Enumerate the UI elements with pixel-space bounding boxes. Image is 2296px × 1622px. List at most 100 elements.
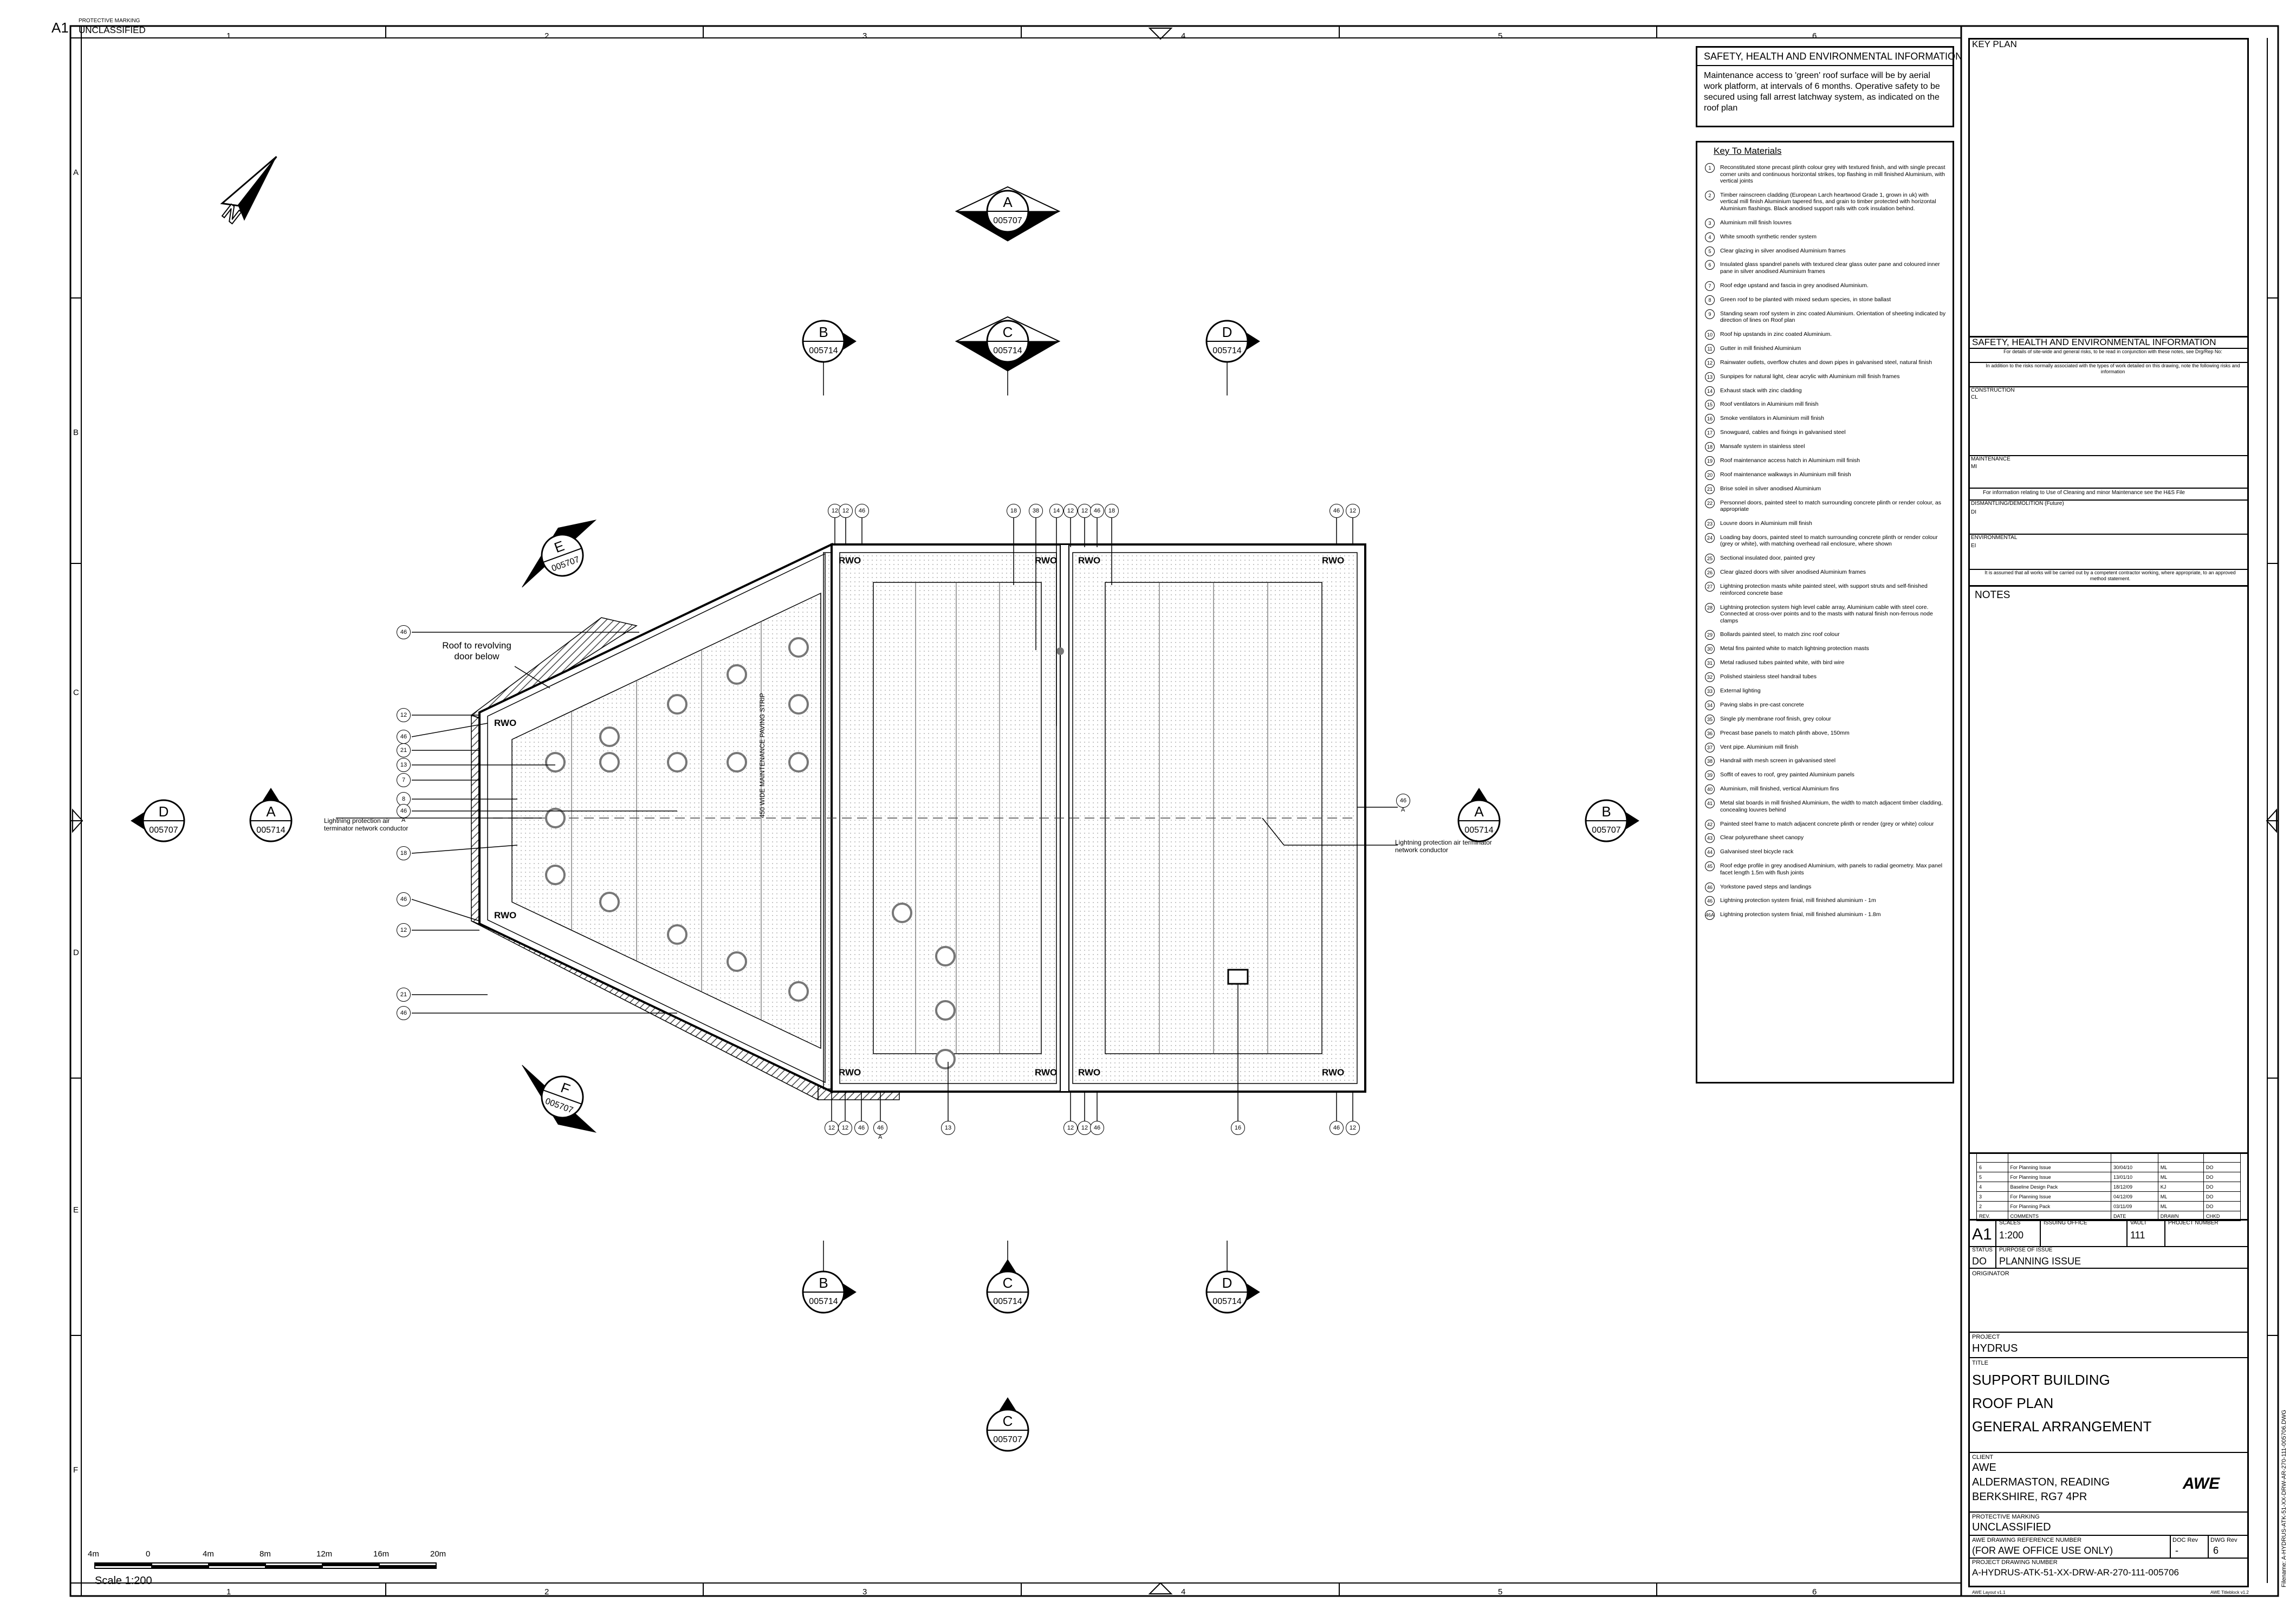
material-number: 34 [1705, 700, 1715, 710]
section-ref: 005707 [149, 826, 178, 835]
revision-cell: 18/12/09 [2110, 1182, 2158, 1192]
she-sub2: In addition to the risks normally associ… [1986, 363, 2240, 374]
callout-bubble: 46 [854, 1121, 868, 1135]
material-number: 21 [1705, 484, 1715, 494]
material-number: 17 [1705, 428, 1715, 438]
tb-sheet: A1 [1972, 1225, 1992, 1243]
rwo-label: RWO [1078, 555, 1101, 566]
callout-bubble: 46 [1396, 794, 1410, 808]
material-text: Snowguard, cables and fixings in galvani… [1720, 429, 1846, 436]
material-number: 23 [1705, 519, 1715, 529]
callout-bubble: 38 [1029, 504, 1043, 518]
material-number: 7 [1705, 281, 1715, 291]
grid-row-label: B [73, 428, 79, 437]
material-text: Precast base panels to match plinth abov… [1720, 729, 1850, 736]
material-number: 2 [1705, 190, 1715, 200]
section-ref: 005707 [1592, 826, 1620, 835]
material-text: Insulated glass spandrel panels with tex… [1720, 261, 1940, 275]
grid-row-label: C [73, 688, 79, 697]
section-letter: C [1003, 324, 1013, 340]
material-text: Roof edge upstand and fascia in grey ano… [1720, 282, 1869, 289]
material-text: Aluminium, mill finished, vertical Alumi… [1720, 786, 1839, 793]
callout-bubble: 12 [1346, 1121, 1360, 1135]
status-value: DO [1972, 1256, 1987, 1267]
dwg-rev-value: 6 [2213, 1545, 2219, 1556]
awe-ref-value: (FOR AWE OFFICE USE ONLY) [1972, 1545, 2113, 1556]
scale-tick-label: 4m [88, 1549, 99, 1559]
section-marker-8: B 005707 [1585, 799, 1639, 842]
material-text: Roof maintenance access hatch in Alumini… [1720, 457, 1860, 464]
rwo-label: RWO [494, 910, 517, 920]
callout-bubble: 12 [838, 1121, 852, 1135]
revision-cell: 30/04/10 [2110, 1162, 2158, 1172]
material-number: 14 [1705, 386, 1715, 396]
assumed-note: It is assumed that all works will be car… [1984, 570, 2236, 581]
material-number: 38 [1705, 756, 1715, 767]
material-text: Mansafe system in stainless steel [1720, 443, 1805, 450]
material-text: Smoke ventilators in Aluminium mill fini… [1720, 415, 1824, 422]
material-number: 15 [1705, 400, 1715, 410]
callout-bubble: 12 [1063, 504, 1078, 518]
scale-tick-label: 16m [373, 1549, 390, 1559]
environmental-value: EI [1971, 543, 1976, 549]
section-ref: 005714 [993, 1297, 1022, 1306]
callout-bubble: 46 [873, 1121, 887, 1135]
revision-cell: 2 [1976, 1201, 2008, 1211]
north-arrow-icon: N [217, 155, 277, 229]
outer-frame [69, 25, 2279, 1597]
purpose-label: PURPOSE OF ISSUE [1999, 1247, 2053, 1253]
project-number-label: PROJECT NUMBER [2168, 1220, 2219, 1226]
grid-column-label: 5 [1498, 1587, 1503, 1597]
section-letter: C [1003, 1413, 1013, 1429]
callout-bubble: 46 [1329, 1121, 1344, 1135]
grid-column-label: 4 [1181, 1587, 1186, 1597]
material-text: Polished stainless steel handrail tubes [1720, 673, 1817, 680]
material-text: Metal radiused tubes painted white, with… [1720, 659, 1845, 666]
rwo-label: RWO [1322, 1067, 1345, 1078]
callout-bubble: 12 [825, 1121, 839, 1135]
material-item: 17 Snowguard, cables and fixings in galva… [1703, 428, 1948, 438]
grid-column-label: 6 [1812, 1587, 1817, 1597]
title-line-2: ROOF PLAN [1972, 1395, 2054, 1411]
safety-text: Maintenance access to 'green' roof surfa… [1704, 71, 1940, 113]
material-number: 44 [1705, 847, 1715, 858]
section-letter: B [1601, 803, 1611, 820]
maintenance-note: For information relating to Use of Clean… [1983, 490, 2185, 496]
safety-title: SAFETY, HEALTH AND ENVIRONMENTAL INFORMA… [1704, 51, 1963, 62]
callout-bubble: 46 [397, 1006, 411, 1020]
revision-cell: ML [2157, 1201, 2204, 1211]
grid-row-label: A [73, 168, 79, 177]
callout-bubble: 18 [1007, 504, 1021, 518]
material-text: Metal slat boards in mill finished Alumi… [1720, 800, 1943, 813]
grid-row-label: E [73, 1205, 79, 1215]
material-number: 11 [1705, 343, 1715, 354]
client-label: CLIENT [1972, 1454, 1994, 1461]
grid-row-label: F [73, 1465, 79, 1475]
material-number: 33 [1705, 686, 1715, 696]
material-text: External lighting [1720, 687, 1761, 694]
material-text: Sectional insulated door, painted grey [1720, 555, 1815, 562]
revision-cell: DO [2203, 1182, 2241, 1192]
scale-tick-label: 20m [430, 1549, 446, 1559]
section-letter: B [819, 324, 828, 340]
material-text: Metal fins painted white to match lightn… [1720, 645, 1869, 652]
doc-rev-value: - [2175, 1545, 2178, 1556]
material-text: Roof hip upstands in zinc coated Alumini… [1720, 331, 1832, 338]
